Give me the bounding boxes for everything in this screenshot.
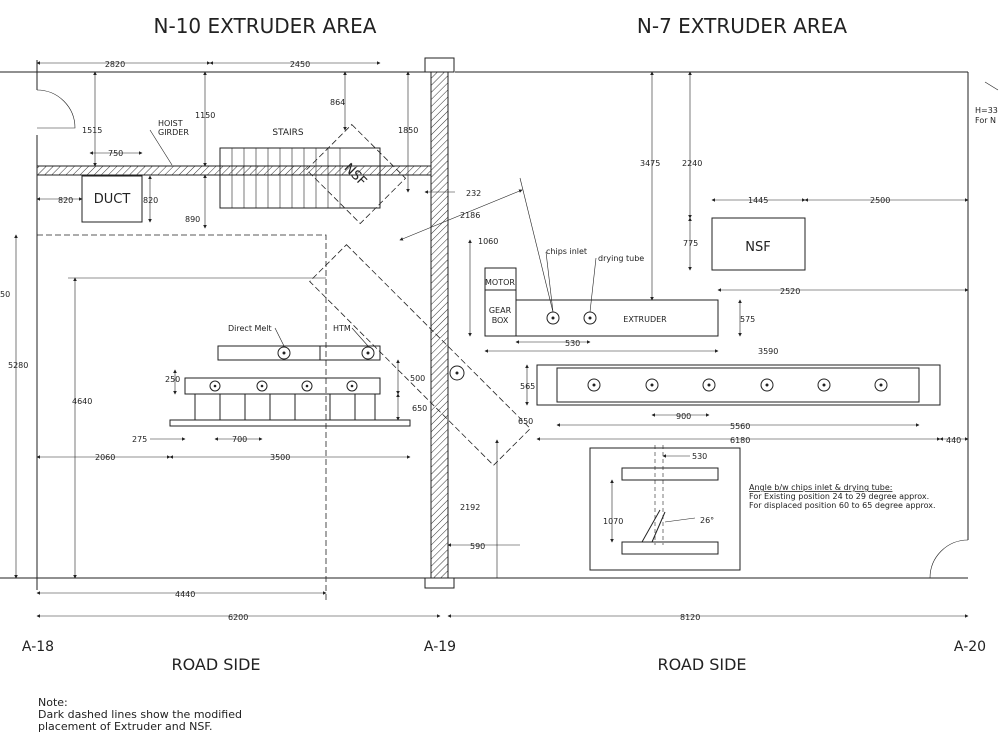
dim-440: 440 bbox=[946, 436, 961, 445]
corner-symbol bbox=[984, 81, 999, 91]
dim-2450: 2450 bbox=[290, 60, 310, 69]
htm-label: HTM bbox=[333, 324, 351, 333]
extruder-displaced bbox=[309, 244, 531, 466]
dim-1850: 1850 bbox=[398, 126, 418, 135]
dim-8120: 8120 bbox=[680, 613, 700, 622]
building-outline bbox=[0, 60, 969, 590]
left-dimensions: 2820 2450 1515 1150 864 1850 750 820 820… bbox=[0, 60, 523, 622]
machine-frame bbox=[169, 377, 411, 427]
dim-3475: 3475 bbox=[640, 159, 660, 168]
dim-650b: 650 bbox=[518, 417, 533, 426]
displaced-inlet bbox=[449, 365, 465, 381]
dim-820b: 820 bbox=[143, 196, 158, 205]
note-line2: placement of Extruder and NSF. bbox=[38, 720, 212, 733]
column-cap-bottom bbox=[424, 577, 455, 589]
dim-530b: 530 bbox=[692, 452, 707, 461]
angle-note-heading: Angle b/w chips inlet & drying tube: bbox=[749, 483, 892, 492]
long-tube bbox=[536, 364, 941, 406]
dim-2520: 2520 bbox=[780, 287, 800, 296]
chips-inlet-label: chips inlet bbox=[546, 247, 587, 256]
dashed-zone bbox=[37, 234, 327, 600]
left-area-title: N-10 EXTRUDER AREA bbox=[154, 14, 377, 38]
dim-5280: 5280 bbox=[8, 361, 28, 370]
motor-label: MOTOR bbox=[485, 278, 515, 287]
dim-2060: 2060 bbox=[95, 453, 115, 462]
hoist-girder bbox=[36, 165, 432, 176]
dim-6200: 6200 bbox=[228, 613, 248, 622]
stairs-label: STAIRS bbox=[272, 128, 304, 138]
dim-900: 900 bbox=[676, 412, 691, 421]
stairs bbox=[219, 147, 381, 209]
dim-4640: 4640 bbox=[72, 397, 92, 406]
dim-1060: 1060 bbox=[478, 237, 498, 246]
dim-250: 250 bbox=[165, 375, 180, 384]
dim-2500: 2500 bbox=[870, 196, 890, 205]
dim-2186: 2186 bbox=[460, 211, 480, 220]
dim-232: 232 bbox=[466, 189, 481, 198]
dim-3500: 3500 bbox=[270, 453, 290, 462]
nsf-box-label: NSF bbox=[745, 240, 770, 255]
hoist-label-1: HOIST bbox=[158, 119, 183, 128]
dim-2820: 2820 bbox=[105, 60, 125, 69]
hoist-label-2: GIRDER bbox=[158, 128, 189, 137]
extruder bbox=[515, 299, 719, 337]
grid-a20: A-20 bbox=[954, 639, 986, 655]
gearbox-label-1: GEAR bbox=[489, 306, 512, 315]
grid-a19: A-19 bbox=[424, 639, 456, 655]
dim-275: 275 bbox=[132, 435, 147, 444]
dim-2240: 2240 bbox=[682, 159, 702, 168]
road-side-right: ROAD SIDE bbox=[657, 655, 746, 674]
corner-h: H=33 bbox=[975, 106, 998, 115]
right-area-title: N-7 EXTRUDER AREA bbox=[637, 14, 848, 38]
dim-820a: 820 bbox=[58, 196, 73, 205]
dim-890: 890 bbox=[185, 215, 200, 224]
direct-melt-pipe bbox=[217, 345, 321, 361]
angle-note-line1: For Existing position 24 to 29 degree ap… bbox=[749, 492, 929, 501]
note-line1: Dark dashed lines show the modified bbox=[38, 708, 242, 721]
dim-2192: 2192 bbox=[460, 503, 480, 512]
column-cap-top bbox=[424, 57, 455, 73]
duct-label: DUCT bbox=[94, 192, 131, 207]
note-heading: Note: bbox=[38, 696, 68, 709]
angle-label: 26° bbox=[700, 516, 714, 525]
nsf-displaced-label: NSF bbox=[341, 161, 370, 190]
corner-for: For N bbox=[975, 116, 996, 125]
dim-1150: 1150 bbox=[195, 111, 215, 120]
direct-melt-port bbox=[277, 346, 291, 360]
htm-pipe bbox=[319, 345, 381, 361]
dim-590: 590 bbox=[470, 542, 485, 551]
central-wall bbox=[430, 71, 449, 579]
dim-575: 575 bbox=[740, 315, 755, 324]
dim-565: 565 bbox=[520, 382, 535, 391]
nsf-box bbox=[711, 217, 806, 271]
dim-500: 500 bbox=[410, 374, 425, 383]
dim-650a: 650 bbox=[412, 404, 427, 413]
angle-note-line2: For displaced position 60 to 65 degree a… bbox=[749, 501, 936, 510]
dim-864: 864 bbox=[330, 98, 345, 107]
drying-tube-label: drying tube bbox=[598, 254, 644, 263]
gearbox-label-2: BOX bbox=[492, 316, 509, 325]
dim-1445: 1445 bbox=[748, 196, 768, 205]
dim-6180: 6180 bbox=[730, 436, 750, 445]
grid-a18: A-18 bbox=[22, 639, 54, 655]
dim-4440: 4440 bbox=[175, 590, 195, 599]
dim-700: 700 bbox=[232, 435, 247, 444]
dim-50: 50 bbox=[0, 290, 10, 299]
direct-melt-label: Direct Melt bbox=[228, 324, 272, 333]
dim-750: 750 bbox=[108, 149, 123, 158]
dim-775: 775 bbox=[683, 239, 698, 248]
angle-detail: 530 1070 26° bbox=[589, 445, 741, 571]
dim-1515: 1515 bbox=[82, 126, 102, 135]
htm-port bbox=[361, 346, 375, 360]
extruder-label: EXTRUDER bbox=[623, 315, 667, 324]
dim-3590: 3590 bbox=[758, 347, 778, 356]
right-dimensions: 3475 2240 1445 2500 775 1060 2520 575 53… bbox=[447, 71, 969, 622]
road-side-left: ROAD SIDE bbox=[171, 655, 260, 674]
dim-5560: 5560 bbox=[730, 422, 750, 431]
dim-1070: 1070 bbox=[603, 517, 623, 526]
dim-530a: 530 bbox=[565, 339, 580, 348]
